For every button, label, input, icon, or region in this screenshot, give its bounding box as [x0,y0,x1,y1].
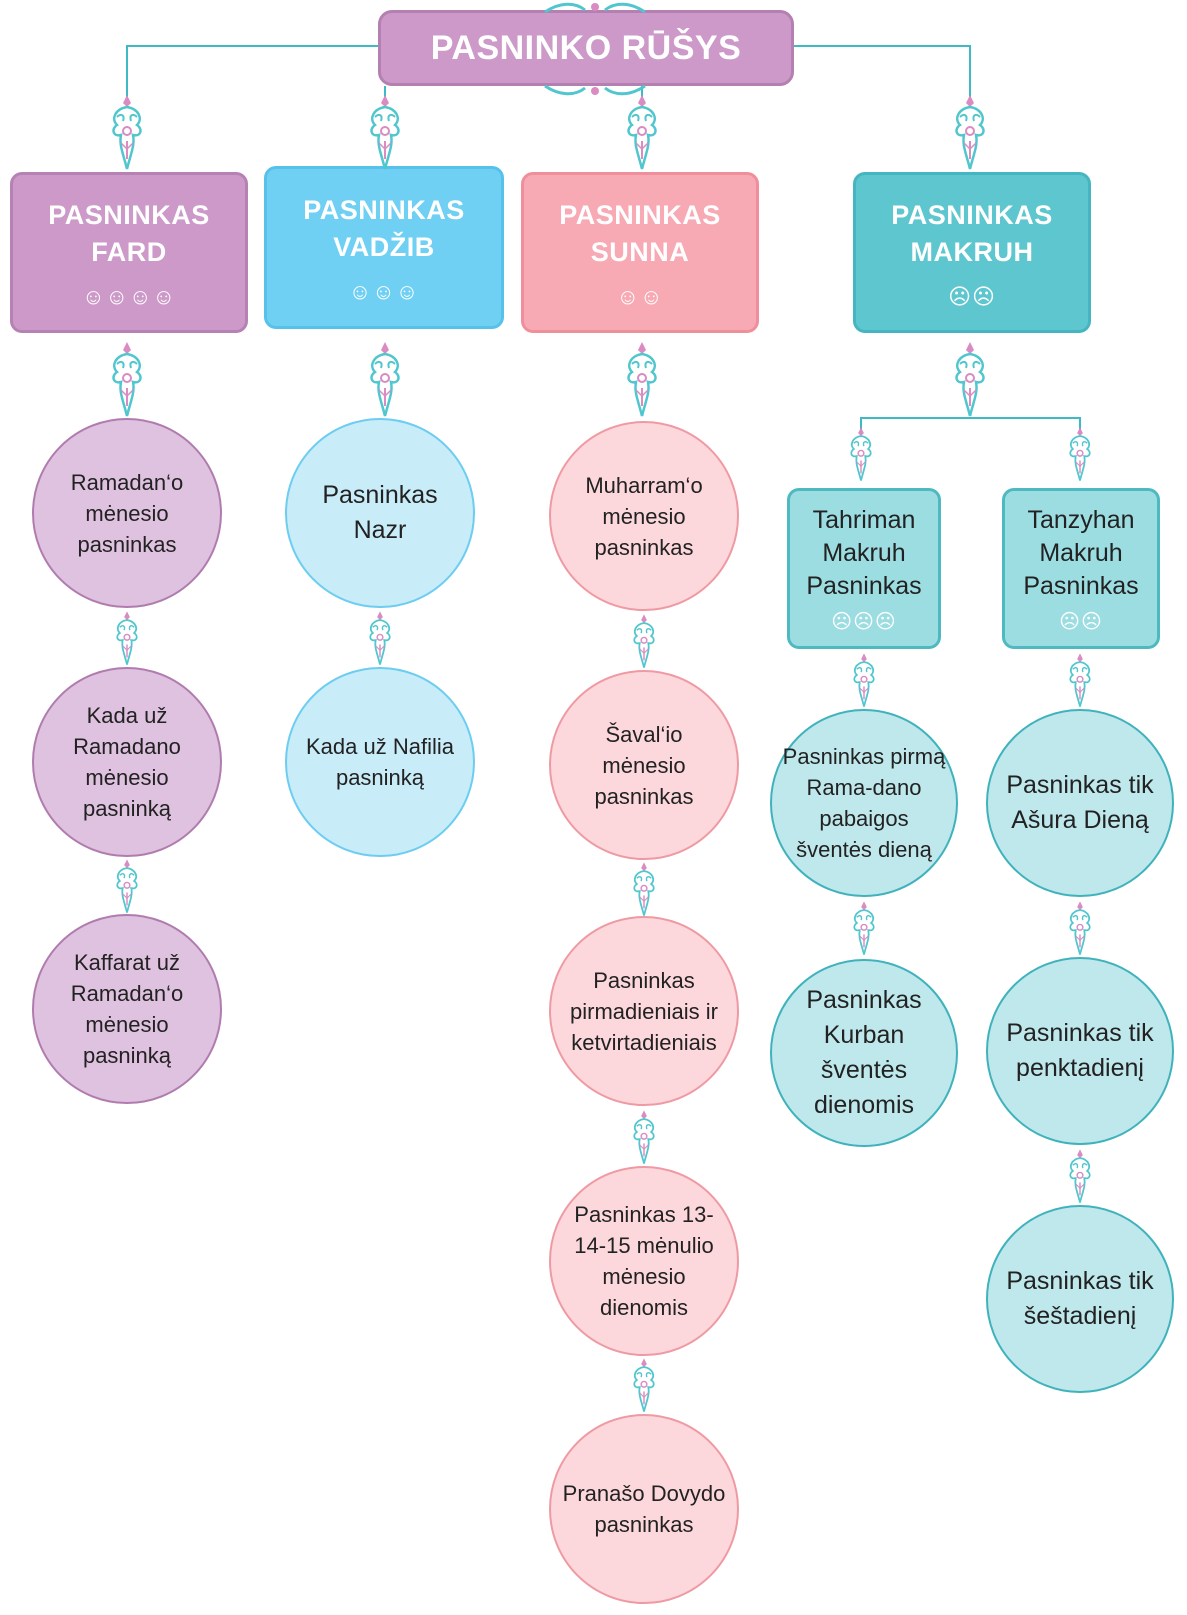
ornament-icon [633,1109,655,1165]
ornament-icon [116,610,138,666]
rating-smiles: ☺☺☺☺ [82,283,176,309]
ornament-icon [1069,1148,1091,1204]
list-item: Kada už Nafilia pasninką [285,667,475,857]
list-item: Pasninkas Kurban šventės dienomis [770,959,958,1147]
category-name: FARD [91,236,167,267]
ornament-icon [370,93,400,171]
rating-smiles: ☺☺ [616,283,664,309]
subcategory-name: Tanzyhan Makruh Pasninkas [1023,506,1139,600]
list-item: Kaffarat už Ramadan‘o mėnesio pasninką [32,914,222,1104]
category-name: VADŽIB [333,231,435,262]
subcategory-box-tanzyhan: Tanzyhan Makruh Pasninkas ☹☹ [1002,488,1160,649]
ornament-icon [369,610,391,666]
rating-smiles: ☺☺☺ [348,278,420,304]
list-item: Pasninkas pirmą Rama-dano pabaigos švent… [770,709,958,897]
ornament-icon [853,652,875,708]
ornament-icon [627,93,657,171]
list-item: Pasninkas tik Ašura Dieną [986,709,1174,897]
category-name: PASNINKAS [891,199,1053,230]
ornament-icon [955,93,985,171]
ornament-icon [627,340,657,418]
rating-smiles: ☹☹☹ [831,611,897,633]
category-name: PASNINKAS [559,199,721,230]
category-box-vadzib: PASNINKAS VADŽIB ☺☺☺ [264,166,504,329]
connector-fard [126,45,378,100]
connector-makruh-split [860,417,1081,432]
list-item: Pasninkas 13-14-15 mėnulio mėnesio dieno… [549,1166,739,1356]
list-item: Šaval‘io mėnesio pasninkas [549,670,739,860]
ornament-icon [116,858,138,914]
category-name: PASNINKAS [303,194,465,225]
list-item: Pasninkas Nazr [285,418,475,608]
list-item: Pasninkas tik penktadienį [986,957,1174,1145]
list-item: Pasninkas tik šeštadienį [986,1205,1174,1393]
ornament-icon [955,340,985,418]
ornament-icon [633,613,655,669]
ornament-icon [112,340,142,418]
ornament-icon [1069,426,1091,482]
list-item: Pranašo Dovydo pasninkas [549,1414,739,1604]
flourish-icon [544,2,646,14]
category-box-fard: PASNINKAS FARD ☺☺☺☺ [10,172,248,333]
ornament-icon [1069,900,1091,956]
ornament-icon [850,426,872,482]
ornament-icon [112,93,142,171]
rating-smiles: ☹☹ [1059,611,1103,633]
ornament-icon [853,900,875,956]
category-box-makruh: PASNINKAS MAKRUH ☹☹ [853,172,1091,333]
flourish-icon [544,84,646,96]
connector-makruh [794,45,971,100]
ornament-icon [1069,652,1091,708]
list-item: Muharram‘o mėnesio pasninkas [549,421,739,611]
category-name: PASNINKAS [48,199,210,230]
list-item: Ramadan‘o mėnesio pasninkas [32,418,222,608]
category-name: MAKRUH [910,236,1034,267]
category-name: SUNNA [590,236,690,267]
ornament-icon [633,1357,655,1413]
category-box-sunna: PASNINKAS SUNNA ☺☺ [521,172,759,333]
ornament-icon [370,340,400,418]
subcategory-box-tahriman: Tahriman Makruh Pasninkas ☹☹☹ [787,488,941,649]
list-item: Kada už Ramadano mėnesio pasninką [32,667,222,857]
page-title: PASNINKO RŪŠYS [378,10,794,86]
subcategory-name: Tahriman Makruh Pasninkas [806,506,922,600]
ornament-icon [633,861,655,917]
rating-smiles: ☹☹ [948,283,996,309]
list-item: Pasninkas pirmadieniais ir ketvirtadieni… [549,916,739,1106]
